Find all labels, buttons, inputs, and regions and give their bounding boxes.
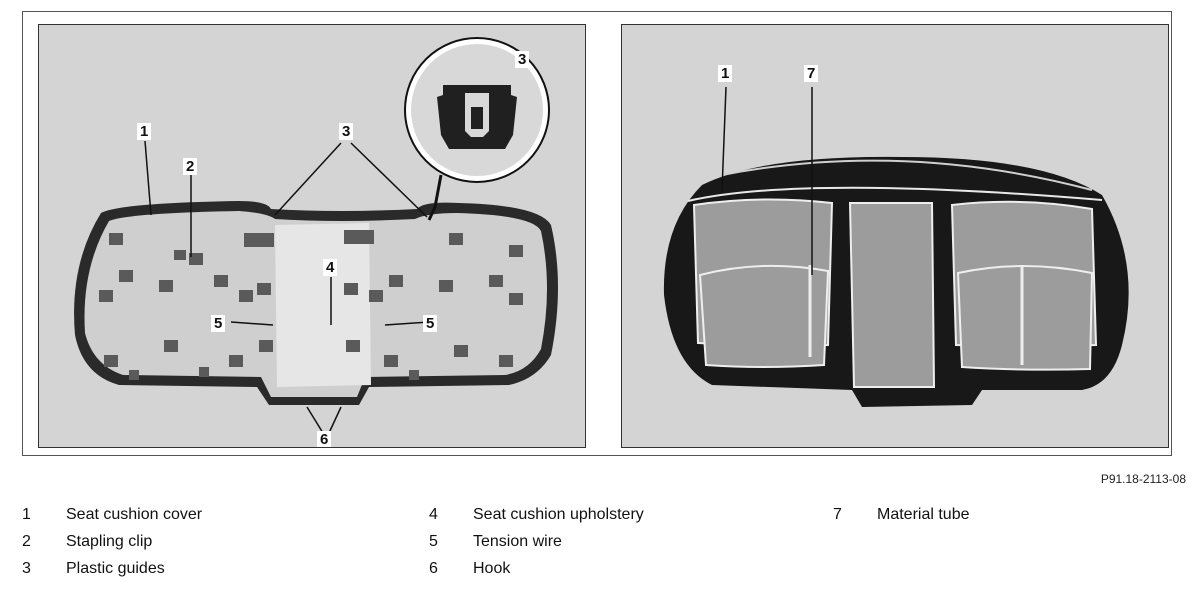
legend-number: 4 — [429, 506, 438, 523]
legend-text: Plastic guides — [66, 560, 165, 577]
figure-frame: 1 2 3 4 5 5 6 3 — [22, 11, 1172, 456]
legend-text: Seat cushion cover — [66, 506, 203, 523]
legend-text: Stapling clip — [66, 533, 153, 550]
left-photo-panel: 1 2 3 4 5 5 6 3 — [38, 24, 586, 448]
callout-1-left: 1 — [137, 123, 152, 140]
callout-1-right: 1 — [718, 65, 733, 82]
figure-reference-code: P91.18-2113-08 — [1100, 472, 1186, 486]
legend-text: Material tube — [877, 506, 970, 523]
seat-cushion-underside-illustration — [39, 25, 585, 447]
legend-number: 6 — [429, 560, 438, 577]
callout-3-inset: 3 — [515, 51, 530, 68]
legend-text: Hook — [473, 560, 511, 577]
legend-number: 5 — [429, 533, 438, 550]
legend-number: 7 — [833, 506, 842, 523]
callout-2: 2 — [183, 158, 198, 175]
callout-6: 6 — [317, 431, 332, 447]
legend-text: Tension wire — [473, 533, 562, 550]
legend-text: Seat cushion upholstery — [473, 506, 644, 523]
right-photo-panel: 1 7 — [621, 24, 1169, 448]
legend-number: 2 — [22, 533, 31, 550]
callout-7: 7 — [804, 65, 819, 82]
legend-number: 1 — [22, 506, 31, 523]
callout-3-left: 3 — [339, 123, 354, 140]
callout-5-right: 5 — [423, 315, 438, 332]
callout-5-left: 5 — [211, 315, 226, 332]
callout-4: 4 — [323, 259, 338, 276]
legend-number: 3 — [22, 560, 31, 577]
seat-cushion-material-tube-illustration — [622, 25, 1168, 447]
